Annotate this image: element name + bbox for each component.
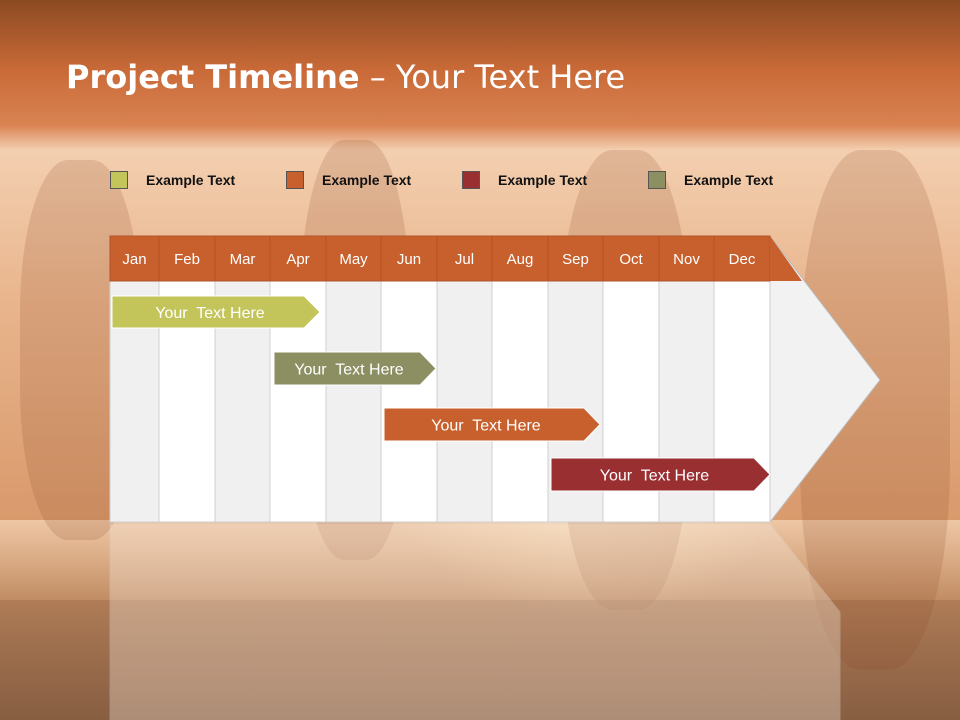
sea [0,520,960,600]
month-label: Mar [230,251,256,268]
month-label: Oct [619,251,643,268]
legend-swatch [286,171,304,189]
month-header-cell [325,235,382,282]
month-label: Jan [122,251,146,268]
month-header-cell [380,235,438,282]
timeline-bar[interactable] [550,457,771,492]
month-header-cell [602,235,660,282]
reflection-shape [109,523,841,720]
timeline-bar[interactable] [383,407,601,442]
month-label: Feb [174,251,200,268]
month-header-cell [658,235,715,282]
legend-swatch [110,171,128,189]
month-label: May [339,251,368,268]
month-header-cell [269,235,327,282]
legend-item: Example Text [286,170,411,190]
timeline-bar[interactable] [111,295,321,329]
month-header-cell [436,235,493,282]
month-header: Jan Feb Mar Apr May Jun Jul Aug Sep Oct Nov Dec [109,235,802,282]
month-column [380,280,438,523]
timeline-bar-label: Your Text Here [155,305,265,322]
timeline-reflection [109,523,841,720]
month-label: Jun [397,251,421,268]
month-header-cell [109,235,160,282]
legend-item: Example Text [110,170,235,190]
legend-item: Example Text [648,170,773,190]
timeline-bar-label: Your Text Here [600,468,710,485]
month-header-cell [547,235,604,282]
legend-item: Example Text [462,170,587,190]
header-cap [770,236,802,281]
legend-label: Example Text [322,172,412,188]
month-label: Apr [286,251,309,268]
timeline-bar[interactable] [273,351,437,386]
month-label: Sep [562,251,589,268]
month-column [491,280,549,523]
month-column [325,280,382,523]
legend-swatch [462,171,480,189]
legend-label: Example Text [146,172,236,188]
month-label: Nov [673,251,700,268]
legend-swatch [648,171,666,189]
title-rest: – Your Text Here [359,58,626,96]
legend-label: Example Text [498,172,588,188]
month-label: Dec [729,251,756,268]
page-title: Project Timeline – Your Text Here [66,58,625,96]
month-header-cell [491,235,549,282]
month-header-cell [158,235,216,282]
month-column [436,280,493,523]
month-label: Jul [455,251,474,268]
title-bold: Project Timeline [66,58,360,96]
legend-label: Example Text [684,172,774,188]
month-label: Aug [507,251,534,268]
month-header-cell [713,235,771,282]
beach [0,600,960,720]
month-header-cell [214,235,271,282]
timeline-bar-label: Your Text Here [431,418,541,435]
timeline-bar-label: Your Text Here [294,362,404,379]
